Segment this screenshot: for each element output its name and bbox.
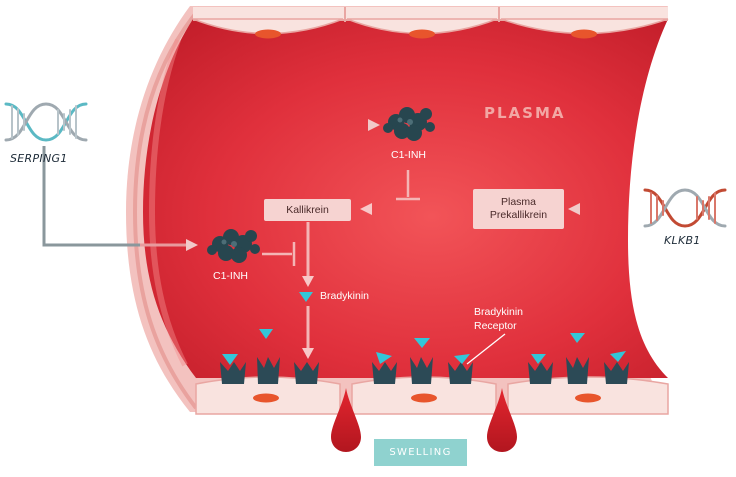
swelling-label: SWELLING [389,447,452,458]
top-cells [192,7,669,39]
plasma-prekallikrein-line2: Prekallikrein [489,209,548,221]
receptors [220,357,629,384]
plasma-label: PLASMA [484,104,566,122]
bradykinin-receptor-line2: Receptor [474,320,517,332]
bradykinin-molecules [222,292,626,365]
leak-drop-left [331,388,361,452]
kallikrein-box: Kallikrein [264,199,351,221]
vessel-edge [132,6,202,410]
serping1-dna-icon [4,102,88,142]
swelling-badge: SWELLING [374,439,467,466]
arrow-serping1-bottom [42,146,186,247]
bradykinin-label: Bradykinin [320,290,370,302]
c1inh-top-label: C1-INH [391,149,427,161]
kallikrein-label: Kallikrein [286,203,329,216]
klkb1-dna-icon [643,188,727,228]
bradykinin-receptor-line1: Bradykinin [474,306,524,318]
plasma-prekallikrein-box: Plasma Prekallikrein [473,189,564,229]
klkb1-label: KLKB1 [664,234,701,247]
plasma-prekallikrein-line1: Plasma [500,196,536,208]
c1inh-protein-top-icon [383,107,435,141]
c1inh-protein-bottom-icon [207,229,260,263]
leak-drop-right [487,388,517,452]
c1inh-bottom-label: C1-INH [213,270,249,282]
serping1-label: SERPING1 [10,152,68,165]
bradykinin-receptor-label: Bradykinin Receptor [474,305,523,333]
